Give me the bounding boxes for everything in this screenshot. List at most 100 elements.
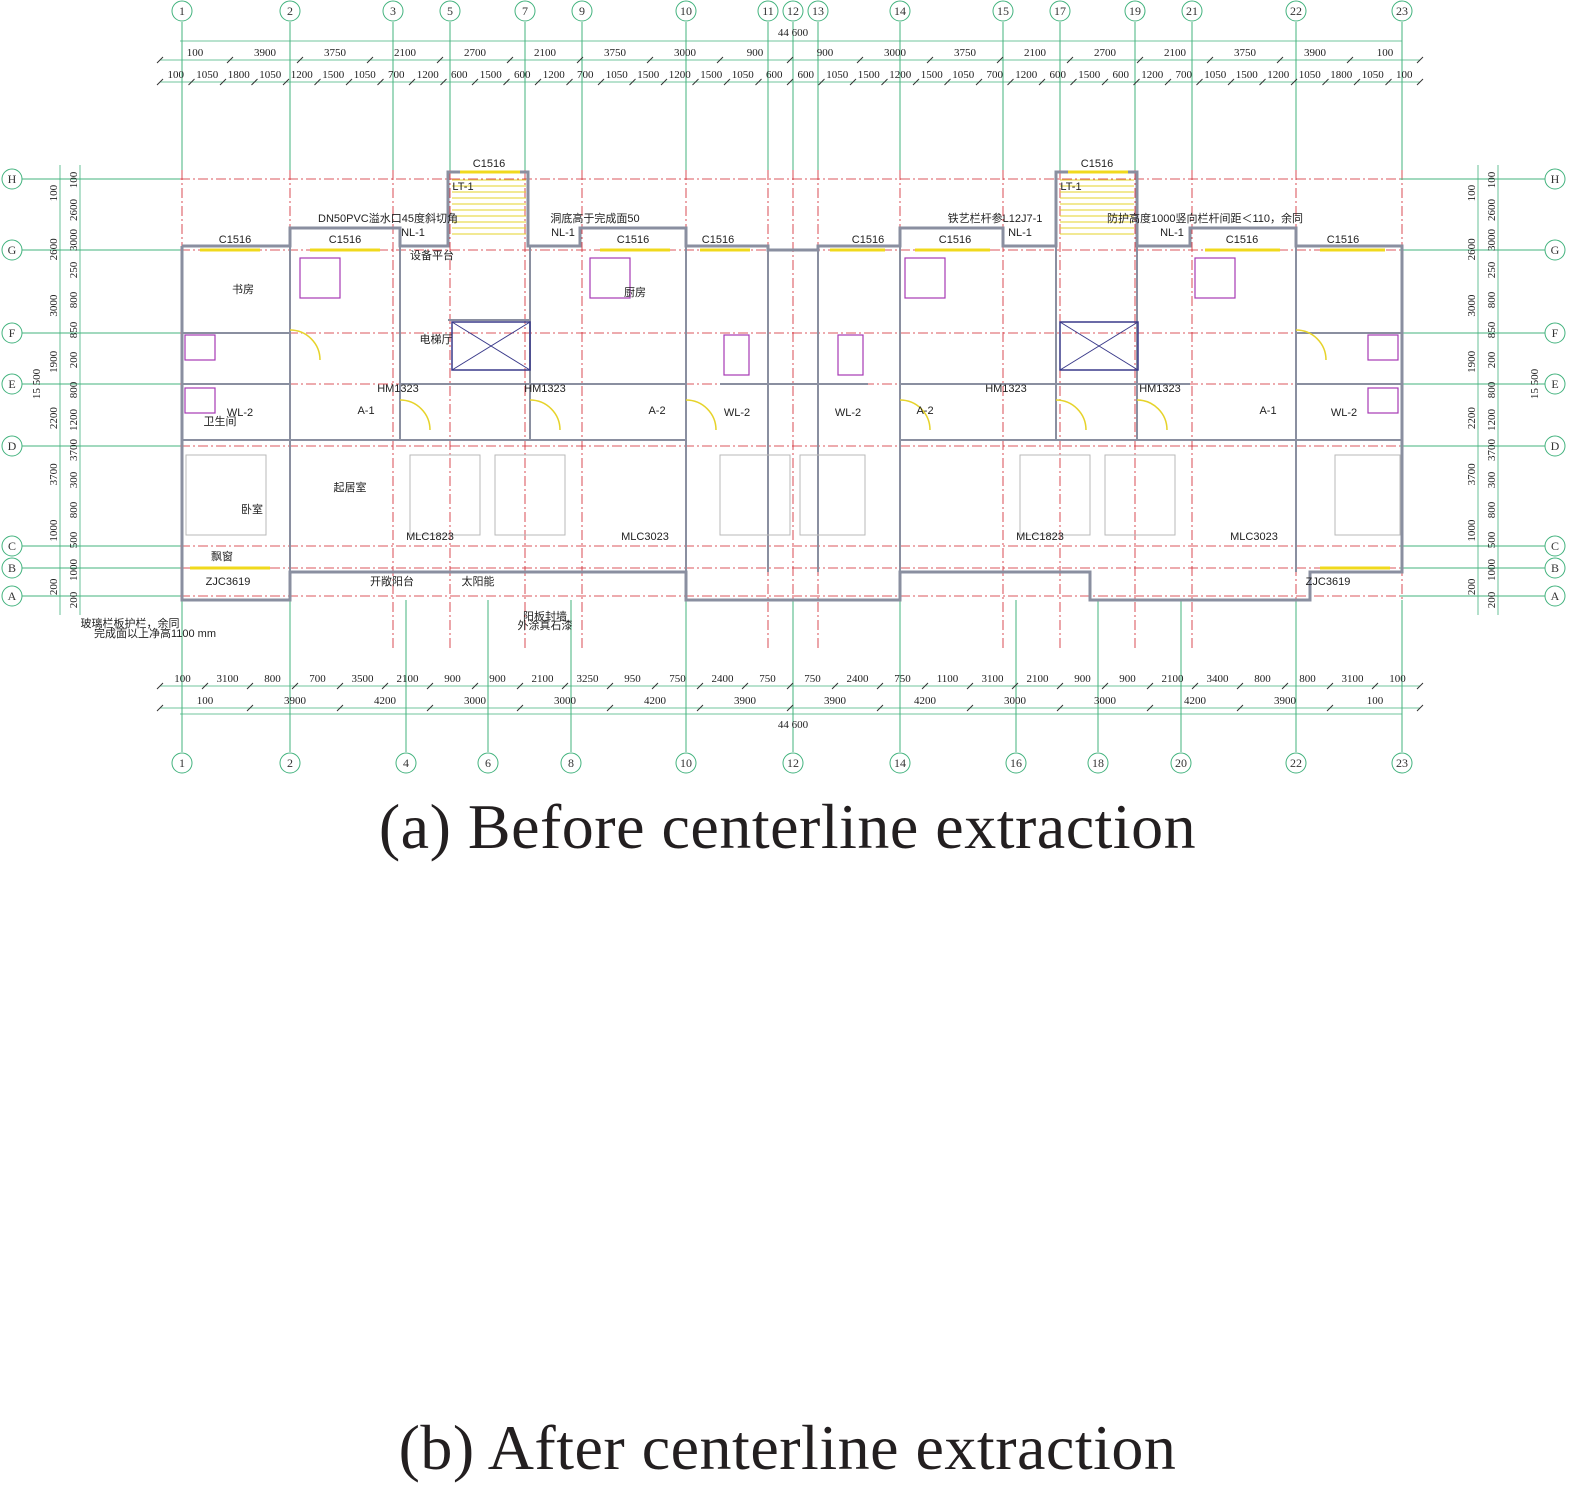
dimension-text: 1050 <box>952 69 975 81</box>
plan-label: HM1323 <box>1139 383 1181 395</box>
dimension-text: 750 <box>669 673 686 685</box>
axis-bubble <box>279 0 301 22</box>
plan-label: C1516 <box>702 234 734 246</box>
plan-label: MLC1823 <box>1016 531 1064 543</box>
axis-bubble-label: 20 <box>1175 756 1187 770</box>
axis-bubble <box>1544 373 1566 395</box>
dimension-tick <box>1259 78 1266 86</box>
dimension-tick <box>696 682 704 690</box>
plan-label: C1516 <box>1081 158 1113 170</box>
dimension-tick <box>1101 78 1109 86</box>
dimension-tick <box>629 78 636 86</box>
axis-bubble <box>675 752 697 774</box>
dimension-tick <box>944 78 951 86</box>
axis-bubble-label: 5 <box>447 4 453 18</box>
axis-bubble-label: 2 <box>287 756 293 770</box>
dimension-tick <box>291 682 299 690</box>
axis-bubble-label: 12 <box>787 4 799 18</box>
dimension-text: 4200 <box>374 695 397 707</box>
dimension-text: 100 <box>1396 69 1413 81</box>
axis-bubble-label: 19 <box>1129 4 1141 18</box>
dimension-tick <box>1056 682 1064 690</box>
dimension-text: 1050 <box>1362 69 1385 81</box>
dimension-tick <box>1038 78 1046 86</box>
door-swing <box>1055 399 1087 431</box>
dimension-tick <box>912 78 920 86</box>
axis-bubble <box>1544 168 1566 190</box>
dimension-text: 4200 <box>644 695 667 707</box>
dimension-text: 3700 <box>68 439 80 462</box>
dimension-tick <box>426 704 434 712</box>
bed-furniture <box>1334 454 1401 536</box>
axis-bubble-label: 22 <box>1290 756 1302 770</box>
axis-bubble-label: 4 <box>403 756 409 770</box>
dimension-tick <box>534 78 542 86</box>
axis-bubble-label: H <box>8 172 17 186</box>
axis-bubble-label: 17 <box>1054 4 1066 18</box>
axis-bubble-label: D <box>1551 439 1560 453</box>
bed-furniture <box>719 454 791 536</box>
axis-bubble-label: 14 <box>894 4 906 18</box>
door-swing <box>399 399 431 431</box>
axis-bubble <box>807 0 829 22</box>
dimension-tick <box>831 682 839 690</box>
elevator-cross <box>451 321 531 371</box>
dimension-tick <box>646 56 654 64</box>
plan-label: C1516 <box>617 234 649 246</box>
overall-dimension-bottom: 44 600 <box>778 719 809 731</box>
dimension-text: 700 <box>309 673 326 685</box>
axis-bubble <box>1 585 23 607</box>
plan-label: C1516 <box>219 234 251 246</box>
dimension-tick <box>436 56 444 64</box>
dimension-text: 3000 <box>1486 229 1498 252</box>
dimension-text: 1100 <box>937 673 959 685</box>
dimension-text: 3000 <box>1004 695 1027 707</box>
axis-bubble-label: 14 <box>894 756 906 770</box>
dimension-tick <box>1416 704 1424 712</box>
plan-label: NL-1 <box>401 227 425 239</box>
dimension-text: 2100 <box>534 47 557 59</box>
plan-label: HM1323 <box>524 383 566 395</box>
dimension-text: 200 <box>1486 351 1498 368</box>
axis-bubble-label: E <box>8 377 15 391</box>
plan-note: 外涂真石漆 <box>518 618 573 632</box>
dimension-text: 500 <box>1486 531 1498 548</box>
fixture-mark <box>723 334 750 376</box>
dimension-tick <box>926 56 934 64</box>
dimension-text: 1900 <box>1466 350 1478 373</box>
dimension-tick <box>606 682 614 690</box>
dimension-tick <box>566 78 573 86</box>
dimension-text: 900 <box>1119 673 1136 685</box>
dimension-tick <box>1133 78 1140 86</box>
plan-note: 洞底高于完成面50 <box>550 211 639 225</box>
plan-label: NL-1 <box>1008 227 1032 239</box>
dimension-tick <box>1353 78 1361 86</box>
fixture-mark <box>1367 387 1399 414</box>
dimension-text: 1000 <box>68 559 80 582</box>
dimension-text: 900 <box>489 673 506 685</box>
axis-bubble-label: H <box>1551 172 1560 186</box>
dimension-tick <box>219 78 227 86</box>
plan-label: NL-1 <box>1160 227 1184 239</box>
axis-bubble <box>889 752 911 774</box>
dimension-tick <box>377 78 384 86</box>
axis-bubble-label: A <box>1551 589 1560 603</box>
plan-label: A-1 <box>1259 405 1276 417</box>
axis-bubble-label: 18 <box>1092 756 1104 770</box>
dimension-tick <box>576 56 584 64</box>
axis-bubble-label: 15 <box>997 4 1009 18</box>
axis-bubble <box>1285 752 1307 774</box>
dimension-text: 700 <box>987 69 1004 81</box>
fixture-mark <box>184 387 216 414</box>
dimension-tick <box>246 704 254 712</box>
dimension-tick <box>1136 56 1144 64</box>
dimension-text: 3100 <box>217 673 240 685</box>
axis-bubble <box>1544 435 1566 457</box>
bed-furniture <box>799 454 866 536</box>
room-label: 卧室 <box>241 502 263 516</box>
centerline-drawing <box>0 890 1575 1410</box>
dimension-text: 600 <box>798 69 815 81</box>
dimension-tick <box>336 704 344 712</box>
caption-before: (a) Before centerline extraction <box>378 791 1197 862</box>
